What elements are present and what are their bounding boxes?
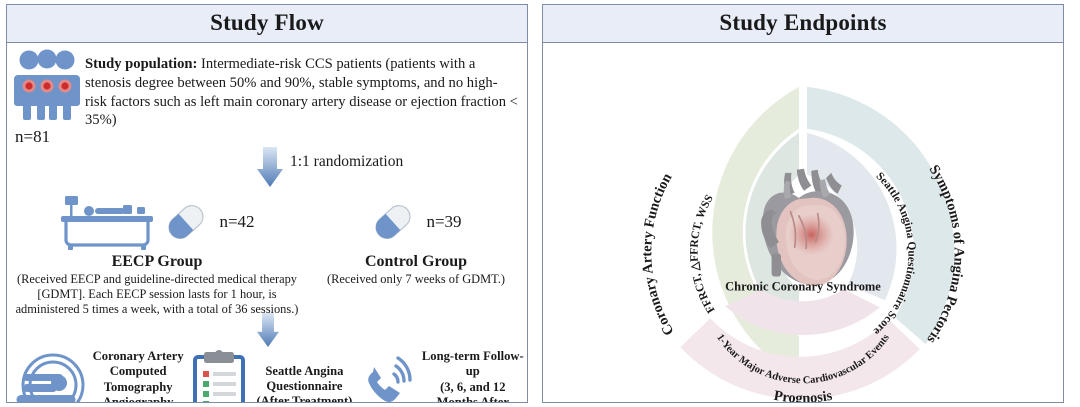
outcome-followup: Long-term Follow-up (3, 6, and 12 Months… <box>360 349 525 402</box>
heart-icon <box>761 168 854 287</box>
inner-arc-mace <box>725 289 880 336</box>
outcome-saq-text: Seattle Angina Questionnaire (After Trea… <box>248 364 357 402</box>
study-endpoints-body: Coronary Artery Function Symptoms of Ang… <box>543 43 1063 402</box>
outer-arc-prognosis <box>680 318 920 400</box>
outcome-saq-title: Seattle Angina Questionnaire <box>265 364 344 394</box>
control-group-icons: n=39 <box>307 193 525 251</box>
down-arrow-icon <box>256 313 280 348</box>
outcome-followup-title: Long-term Follow-up <box>421 349 524 379</box>
randomization-arrow-wrap <box>257 147 283 192</box>
outcome-followup-timing: (3, 6, and 12 Months After Treatment) <box>436 379 509 402</box>
study-population-text: Study population: Intermediate-risk CCS … <box>81 49 519 130</box>
outcome-saq: Seattle Angina Questionnaire (After Trea… <box>190 349 357 402</box>
control-group-title: Control Group <box>364 253 468 270</box>
study-endpoints-title: Study Endpoints <box>543 5 1063 43</box>
outcome-ccta: Coronary Artery Computed Tomography Angi… <box>13 349 188 402</box>
study-population-row: n=81 Study population: Intermediate-risk… <box>7 43 527 147</box>
people-icon <box>14 49 80 120</box>
center-label: Chronic Coronary Syndrome <box>725 279 881 293</box>
people-icon-wrap: n=81 <box>13 49 81 147</box>
control-group-n: n=39 <box>426 212 462 231</box>
inner-arc-saq-score <box>806 132 897 301</box>
outcome-ccta-title: Coronary Artery Computed Tomography Angi… <box>92 349 184 402</box>
down-arrow-icon <box>257 147 283 187</box>
study-population-label: Study population: <box>85 56 198 72</box>
eecp-group-title: EECP Group <box>111 253 203 270</box>
randomization-label: 1:1 randomization <box>290 153 404 170</box>
endpoints-wheel: Coronary Artery Function Symptoms of Ang… <box>639 86 967 402</box>
outcome-ccta-text: Coronary Artery Computed Tomography Angi… <box>85 349 188 402</box>
outcomes-row: Coronary Artery Computed Tomography Angi… <box>7 343 527 402</box>
eecp-group-description: (Received EECP and guideline-directed me… <box>15 272 299 317</box>
pill-icon <box>168 205 204 239</box>
study-population-detail: Intermediate-risk CCS patients (patients… <box>85 56 518 129</box>
eecp-group: n=42 EECP Group (Received EECP and guide… <box>7 193 307 317</box>
ct-scanner-icon <box>13 350 85 402</box>
pill-icon <box>375 205 411 239</box>
to-outcomes-arrow-row <box>7 313 527 348</box>
to-outcomes-arrow-wrap <box>253 313 283 352</box>
study-flow-panel: Study Flow n <box>6 4 528 403</box>
clipboard-icon <box>190 349 248 402</box>
population-n: n=81 <box>15 127 51 146</box>
randomization-row: 1:1 randomization <box>7 147 527 193</box>
outer-arc-symptoms-angina <box>806 86 955 345</box>
outer-label-coronary-artery-function: Coronary Artery Function <box>639 171 677 338</box>
eecp-group-n: n=42 <box>219 212 255 231</box>
groups-row: n=42 EECP Group (Received EECP and guide… <box>7 193 527 317</box>
outcome-followup-text: Long-term Follow-up (3, 6, and 12 Months… <box>418 349 525 402</box>
eecp-machine-icon <box>61 196 154 250</box>
outer-label-prognosis: Prognosis <box>773 388 834 402</box>
study-flow-body: n=81 Study population: Intermediate-risk… <box>7 43 527 402</box>
eecp-group-icons: n=42 <box>7 193 307 251</box>
control-group: n=39 Control Group (Received only 7 week… <box>307 193 525 317</box>
control-group-description: (Received only 7 weeks of GDMT.) <box>326 272 505 286</box>
study-endpoints-panel: Study Endpoints <box>542 4 1064 403</box>
study-flow-title: Study Flow <box>7 5 527 43</box>
phone-icon <box>360 352 418 402</box>
outcome-saq-timing: (After Treatment) <box>256 394 353 402</box>
inner-label-ffrct: FFRCT, △FFRCT, WSS <box>688 193 717 315</box>
